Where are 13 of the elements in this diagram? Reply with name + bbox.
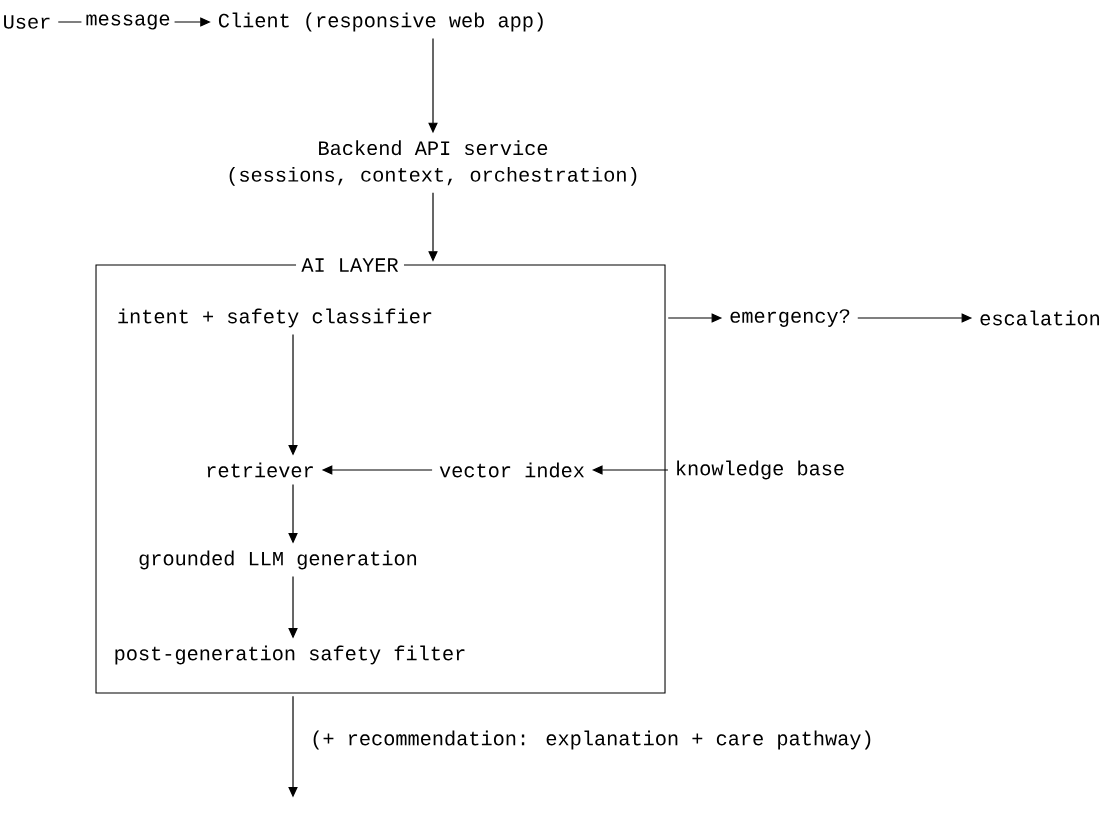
node-label: Backend API service (sessions, context, orchestration) [229, 140, 637, 186]
node-label: knowledge base [677, 460, 844, 480]
node-label: grounded LLM generation [139, 550, 417, 570]
node-label: intent + safety classifier [118, 308, 432, 328]
node-label: User [4, 15, 50, 29]
node-label: Client (responsive web app) [218, 12, 543, 32]
node-label: vector index [439, 462, 584, 478]
node-label: escalation [980, 310, 1099, 326]
node-label: post-generation safety filter [115, 645, 465, 665]
edge-label: message [81, 10, 175, 34]
node-label: retriever [207, 462, 313, 478]
edge-label: (+ recommendation: explanation + care pathway) [306, 726, 878, 754]
node-label: emergency? [730, 309, 850, 327]
